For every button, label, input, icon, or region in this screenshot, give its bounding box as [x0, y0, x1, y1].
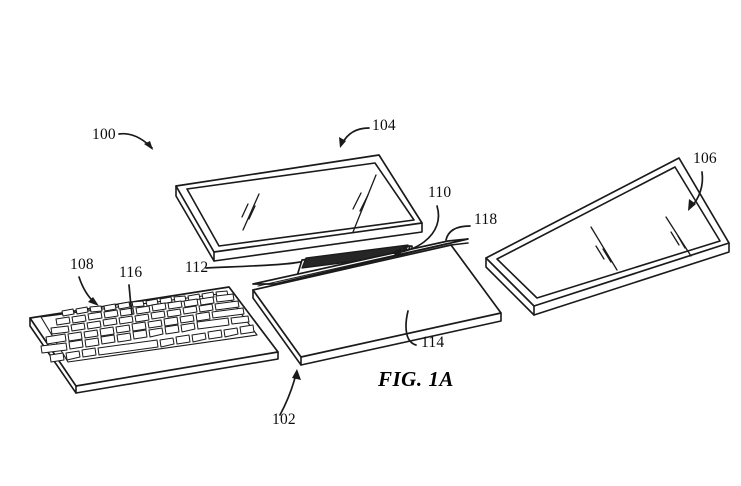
base-rear-top-line — [257, 242, 450, 287]
base-top-surface — [252, 244, 502, 358]
leader-102 — [279, 369, 301, 416]
display-106-glint-marks — [590, 216, 692, 271]
display-106-bezel-frame — [496, 166, 721, 299]
figure-caption: FIG. 1A — [377, 367, 454, 391]
leader-106 — [688, 171, 704, 211]
ref-label-114: 114 — [421, 334, 444, 351]
base-bottom-thickness — [300, 312, 502, 366]
base-housing — [252, 238, 502, 366]
display-104-thickness-bottom — [213, 222, 423, 262]
keycap-grid — [40, 290, 255, 363]
leader-114 — [405, 310, 417, 346]
leader-100 — [118, 132, 153, 150]
display-104-thickness-edge — [175, 185, 215, 262]
keycap-row-4 — [45, 307, 245, 345]
ref-label-100: 100 — [92, 126, 116, 143]
keycap-row-3 — [50, 300, 240, 335]
keycap-row-2 — [55, 293, 235, 326]
leader-118 — [445, 225, 471, 241]
leader-108 — [78, 276, 99, 306]
keycap-row-5 — [40, 315, 250, 354]
ref-label-104: 104 — [372, 117, 396, 134]
base-rear-right-edge — [450, 242, 469, 246]
ref-label-112: 112 — [185, 259, 208, 276]
keyboard-bottom-thickness — [75, 351, 279, 394]
keyboard-module — [29, 286, 279, 394]
first-display-panel — [175, 154, 423, 262]
ref-label-118: 118 — [474, 211, 497, 228]
display-106-thickness-bottom — [533, 242, 730, 316]
leader-112 — [205, 261, 301, 269]
leader-104 — [339, 127, 370, 148]
ref-label-106: 106 — [693, 150, 717, 167]
leader-116 — [128, 284, 133, 315]
ref-label-108: 108 — [70, 256, 94, 273]
display-104-bezel-frame — [186, 162, 415, 247]
second-display-panel — [485, 157, 730, 316]
keycap-row-6 — [49, 324, 255, 363]
display-106-thickness-edge — [485, 257, 535, 316]
ref-label-110: 110 — [428, 184, 451, 201]
leader-110 — [391, 205, 440, 257]
ref-label-116: 116 — [119, 264, 142, 281]
base-front-thickness — [252, 289, 302, 366]
display-104-glint-marks — [241, 174, 377, 233]
ref-label-102: 102 — [272, 411, 296, 428]
